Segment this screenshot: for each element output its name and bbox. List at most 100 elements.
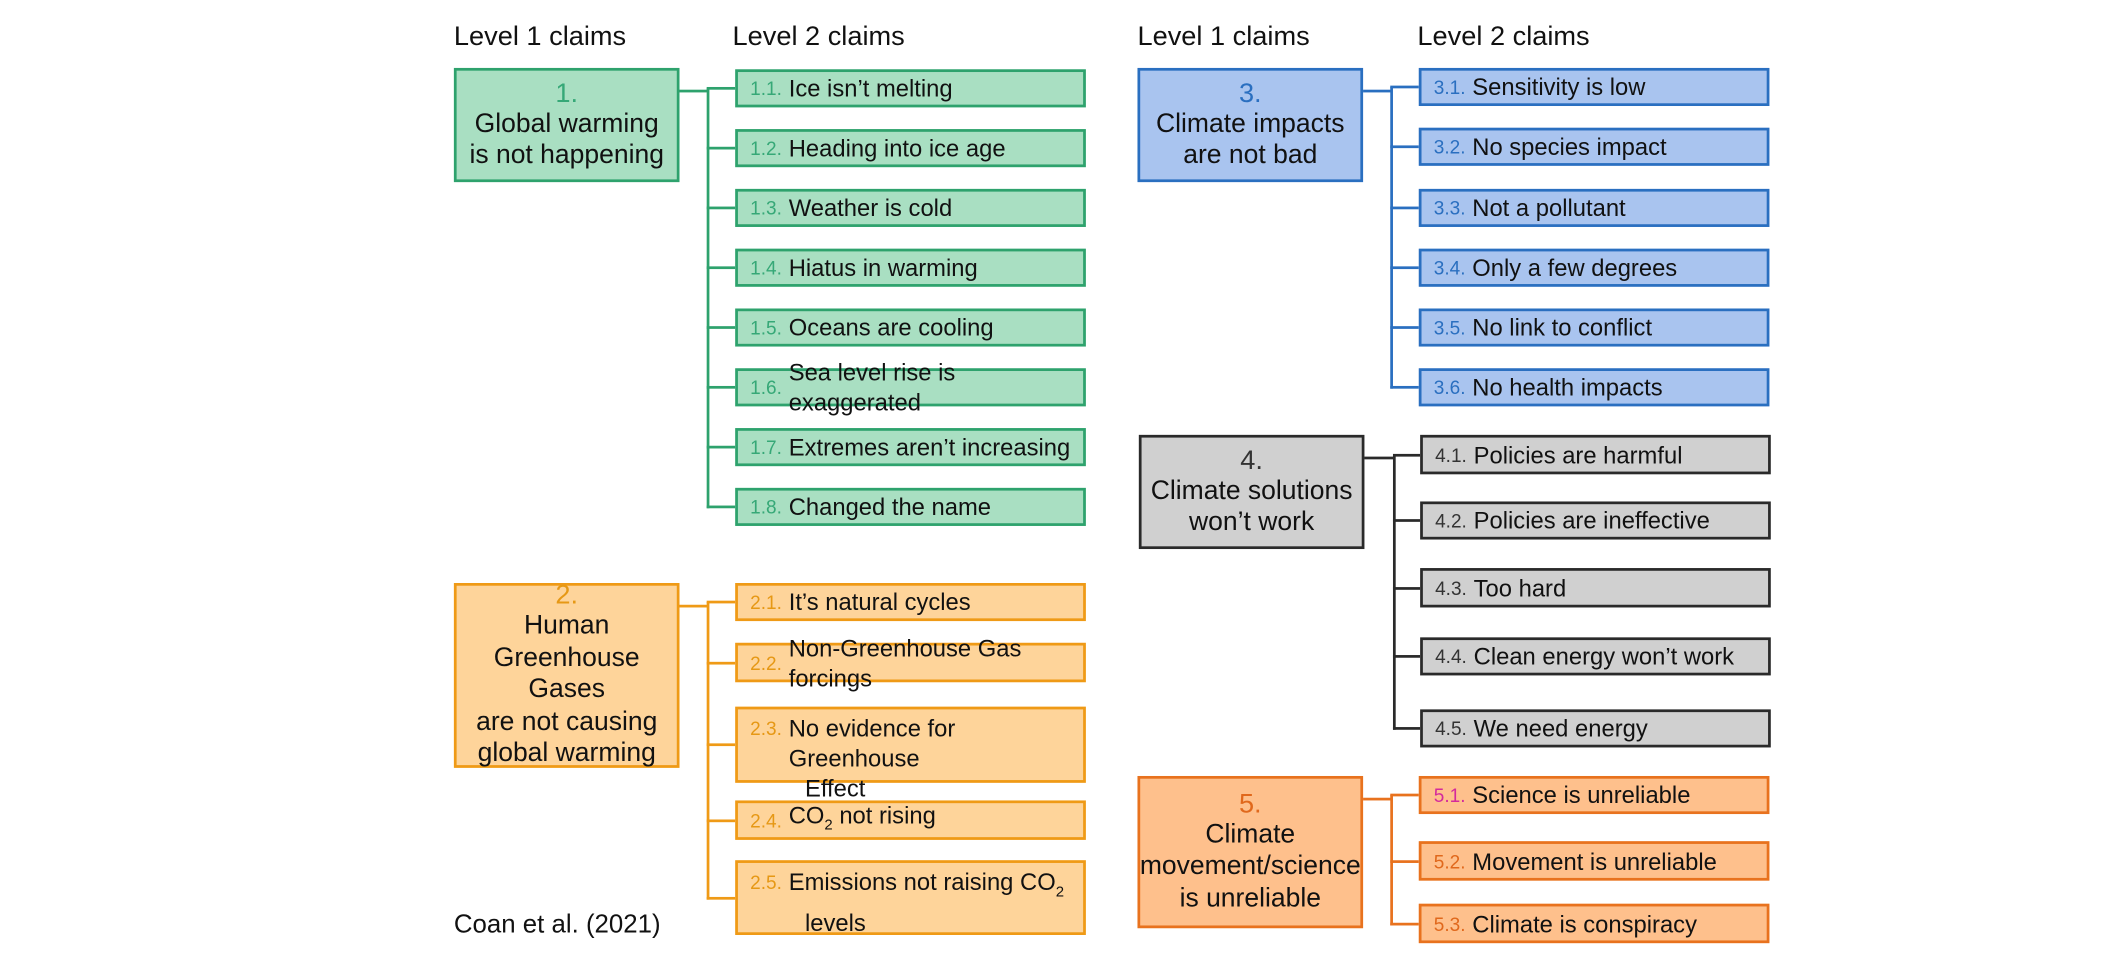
claim-text-main: Sea level rise is exaggerated [788,358,956,416]
claim-number: 4.5. [1435,717,1467,740]
claim-text-main: Weather is cold [788,194,953,222]
claim-number: 1.3. [750,197,782,219]
claim-text: Not a pollutant [1472,193,1625,223]
group-4-branch-line [1392,453,1421,456]
claim-number: 1.6. [750,376,782,399]
group-4-branch-line [1392,727,1421,730]
group-1-branch-line [706,505,736,509]
claim-text: Changed the name [789,492,991,522]
group-2-branch-line [706,818,736,822]
claim-text: Non-Greenhouse Gas forcings [789,633,1083,693]
group-3-claim-5: 3.5. No link to conflict [1418,308,1770,347]
group-2-title-line: are not causing [476,706,658,737]
group-5-title-line: Climate [1205,819,1296,850]
claim-text-main: We need energy [1473,714,1648,743]
group-3-claim-1: 3.1.Sensitivity is low [1418,67,1770,107]
group-3-claim-6: 3.6.No health impacts [1418,368,1770,407]
claim-number: 1.1. [750,77,782,100]
heading-level2-left: Level 2 claims [732,21,905,52]
claim-number: 4.3. [1435,576,1467,599]
claim-text: Policies are harmful [1474,440,1683,470]
citation: Coan et al. (2021) [453,910,661,940]
claim-text: Clean energy won’t work [1474,641,1734,671]
claim-number: 3.4. [1433,256,1466,279]
group-1-branch-line [706,266,736,270]
group-4-title-line: won’t work [1189,506,1315,537]
group-5-claim-3: 5.3.Climate is conspiracy [1418,903,1770,944]
group-5-claim-2: 5.2. Movement is unreliable [1418,841,1770,881]
claim-number: 1.5. [750,316,782,339]
claim-text-main: Not a pollutant [1472,194,1626,222]
group-3-claim-4: 3.4. Only a few degrees [1418,248,1770,287]
group-2-number: 2. [555,580,579,611]
group-3-branch-line [1390,85,1419,89]
claim-text-main: Hiatus in warming [788,254,978,282]
claim-text: No species impact [1472,132,1666,162]
group-2-connector-trunk [706,602,710,899]
claim-number: 4.1. [1435,443,1467,466]
group-4-branch-line [1392,586,1421,590]
claim-number: 1.8. [750,496,782,518]
claim-text: Sea level rise is exaggerated [789,357,1083,417]
group-1-branch-line [706,445,736,449]
group-5-claim-1: 5.1.Science is unreliable [1418,775,1770,815]
claim-number: 1.4. [750,256,782,279]
claim-number: 2.4. [750,809,782,832]
claim-text-main: No link to conflict [1472,313,1653,342]
claim-text-main: Movement is unreliable [1472,847,1717,875]
group-5-connector-stub [1363,797,1392,801]
group-3-branch-line [1390,145,1419,149]
group-5-branch-line [1390,922,1419,925]
claim-text-main: Extremes aren’t increasing [788,433,1071,461]
claim-number: 5.2. [1433,850,1466,872]
claim-text: Heading into ice age [789,133,1006,163]
claim-number: 4.4. [1435,645,1467,668]
group-4-connector-stub [1364,456,1395,460]
claim-number: 3.5. [1433,316,1466,339]
group-1-branch-line [706,326,736,329]
group-1-branch-line [706,146,736,150]
claim-number: 5.1. [1433,784,1466,806]
claim-text: Sensitivity is low [1472,72,1645,102]
group-2-claim-2: 2.2.Non-Greenhouse Gas forcings [735,634,1086,691]
claim-text: It’s natural cycles [789,587,971,617]
claim-text: Ice isn’t melting [789,73,953,103]
claim-text: No link to conflict [1472,313,1652,343]
group-2-claim-4: 2.4.CO2 not rising [735,800,1086,840]
heading-level1-left: Level 1 claims [453,21,627,52]
group-1-branch-line [706,206,736,210]
claim-text: Hiatus in warming [789,253,978,283]
group-2-branch-line [706,896,736,899]
claim-text: Too hard [1474,573,1567,603]
claim-text-main: It’s natural cycles [788,588,971,616]
group-3-connector-trunk [1390,86,1393,389]
claim-text-main: Clean energy won’t work [1473,642,1735,670]
group-4-claim-4: 4.4. Clean energy won’t work [1420,637,1771,676]
group-1-claim-5: 1.5.Oceans are cooling [735,308,1086,347]
group-2-claim-1: 2.1. It’s natural cycles [735,583,1086,622]
group-3-branch-line [1390,385,1419,389]
group-3-branch-line [1390,206,1419,210]
claim-text: Weather is cold [789,193,952,223]
group-4-claim-1: 4.1. Policies are harmful [1420,434,1771,475]
claim-number: 2.5. [750,871,782,893]
claim-text: Only a few degrees [1472,253,1677,283]
subscript: 2 [824,817,833,834]
claim-text-main: Policies are ineffective [1473,506,1710,535]
group-1-branch-line [706,385,736,389]
claim-number: 3.3. [1433,197,1466,219]
group-1-claim-8: 1.8. Changed the name [735,487,1086,526]
heading-level1-right: Level 1 claims [1137,21,1310,52]
group-3-branch-line [1390,326,1419,329]
group-3-title-line: Climate impacts [1156,108,1345,138]
claim-number: 2.1. [750,591,782,613]
group-1-claim-2: 1.2.Heading into ice age [735,129,1086,168]
claim-text-main: No evidence for Greenhouse [788,714,956,772]
